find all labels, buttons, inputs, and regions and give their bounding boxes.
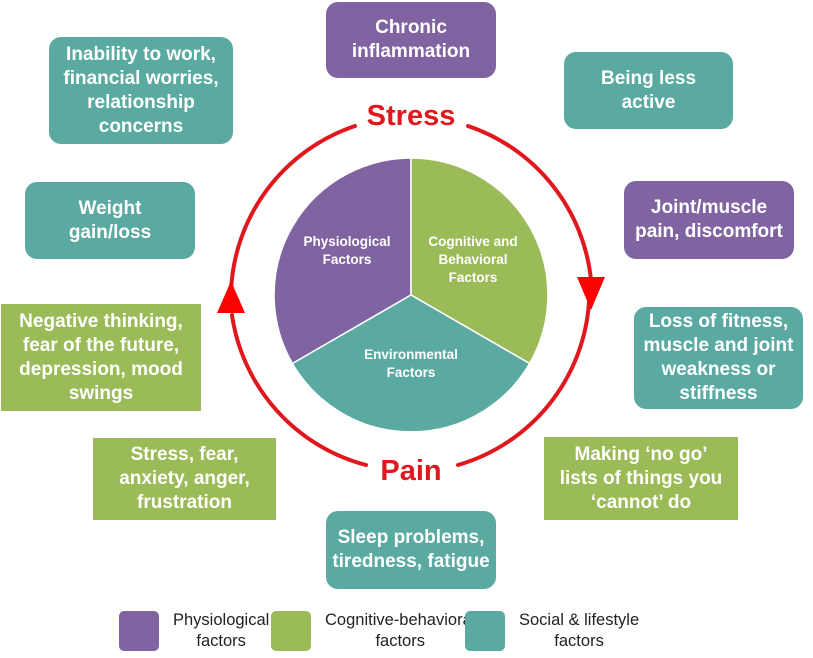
legend-label: Physiological factors	[173, 610, 269, 652]
pain-label: Pain	[380, 455, 442, 487]
box-text-line: anxiety, anger,	[119, 468, 250, 489]
box-text-line: relationship	[87, 91, 195, 113]
pie-label-line: Environmental	[364, 347, 458, 362]
box-text-line: Joint/muscle	[650, 197, 768, 218]
pie-label-physiological: Physiological Factors	[284, 233, 410, 269]
box-text-line: frustration	[137, 492, 232, 513]
box-text-line: depression, mood	[19, 358, 183, 380]
box-text-line: muscle and joint	[643, 335, 794, 356]
pie-segment-cognitive-behavioral	[410, 157, 549, 365]
box-text-line: Loss of fitness,	[648, 311, 789, 332]
box-text-line: Chronic	[375, 17, 447, 38]
box-text-line: Weight	[78, 197, 142, 219]
pie-label-line: Behavioral	[438, 252, 508, 267]
cycle-arc-top-left	[229, 124, 357, 294]
arrowhead-down-icon	[577, 277, 605, 310]
pie-label-environmental: Environmental Factors	[341, 346, 481, 382]
box-text-line: gain/loss	[68, 221, 152, 243]
box-text-line: pain, discomfort	[635, 221, 783, 242]
box-text-line: weakness or	[661, 359, 776, 380]
legend-item-cognitive-behavioral: Cognitive-behavioral factors	[271, 610, 475, 652]
box-text-line: concerns	[98, 115, 184, 137]
stress-pain-cycle-arrows	[229, 124, 593, 467]
box-loss-of-fitness: Loss of fitness, muscle and joint weakne…	[634, 307, 803, 409]
box-text-line: inflammation	[351, 41, 471, 62]
box-text-line: stiffness	[679, 383, 758, 404]
box-text-line: active	[621, 91, 676, 113]
legend-label-line: factors	[554, 632, 604, 650]
arrowhead-up-icon	[217, 281, 245, 313]
legend-item-social-lifestyle: Social & lifestyle factors	[465, 610, 639, 652]
legend-swatch-teal	[465, 611, 505, 651]
box-inability-to-work: Inability to work, financial worries, re…	[49, 37, 233, 144]
stress-label: Stress	[366, 100, 456, 132]
pie-label-line: Physiological	[303, 234, 391, 249]
legend-item-physiological: Physiological factors	[119, 610, 269, 652]
legend-label-line: Physiological	[173, 611, 270, 629]
pie-label-line: Factors	[448, 270, 498, 285]
box-text-line: Inability to work,	[66, 43, 216, 65]
box-text-line: financial worries,	[63, 67, 219, 89]
box-no-go-lists: Making ‘no go’ lists of things you ‘cann…	[544, 437, 738, 520]
box-text-line: Stress, fear,	[130, 444, 239, 465]
legend-swatch-green	[271, 611, 311, 651]
pie-label-cognitive-behavioral: Cognitive and Behavioral Factors	[413, 233, 533, 287]
pie-label-line: Cognitive and	[428, 234, 518, 249]
legend-label-line: factors	[196, 632, 246, 650]
box-stress-fear-anxiety: Stress, fear, anxiety, anger, frustratio…	[93, 438, 276, 520]
pie-segment-physiological	[273, 157, 412, 365]
legend-label-line: Social & lifestyle	[519, 611, 640, 629]
legend-label: Social & lifestyle factors	[519, 610, 639, 652]
legend-label-line: Cognitive-behavioral	[325, 611, 476, 629]
box-text-line: ‘cannot’ do	[590, 491, 692, 513]
legend-label: Cognitive-behavioral factors	[325, 610, 475, 652]
box-negative-thinking: Negative thinking, fear of the future, d…	[1, 304, 201, 411]
box-text-line: Sleep problems,	[337, 527, 485, 548]
legend-swatch-purple	[119, 611, 159, 651]
box-text-line: fear of the future,	[22, 334, 180, 356]
box-text-line: lists of things you	[559, 467, 723, 489]
box-text-line: swings	[68, 382, 134, 404]
cycle-arc-bottom-right	[456, 300, 591, 467]
legend-label-line: factors	[375, 632, 425, 650]
box-sleep-problems: Sleep problems, tiredness, fatigue	[326, 511, 496, 589]
cycle-arc-top-right	[466, 124, 593, 282]
pie-segment-environmental	[291, 294, 531, 433]
box-text-line: tiredness, fatigue	[332, 551, 490, 572]
box-being-less-active: Being less active	[564, 52, 733, 129]
pie-label-line: Factors	[322, 252, 372, 267]
cycle-arc-bottom-left	[230, 313, 368, 467]
box-text-line: Being less	[600, 67, 697, 89]
pie-label-line: Factors	[386, 365, 436, 380]
pie-chart	[273, 157, 549, 433]
box-chronic-inflammation: Chronic inflammation	[326, 2, 496, 78]
box-text-line: Negative thinking,	[19, 310, 183, 332]
box-weight-gain-loss: Weight gain/loss	[25, 182, 195, 259]
box-joint-muscle-pain: Joint/muscle pain, discomfort	[624, 181, 794, 259]
box-text-line: Making ‘no go’	[574, 443, 708, 465]
